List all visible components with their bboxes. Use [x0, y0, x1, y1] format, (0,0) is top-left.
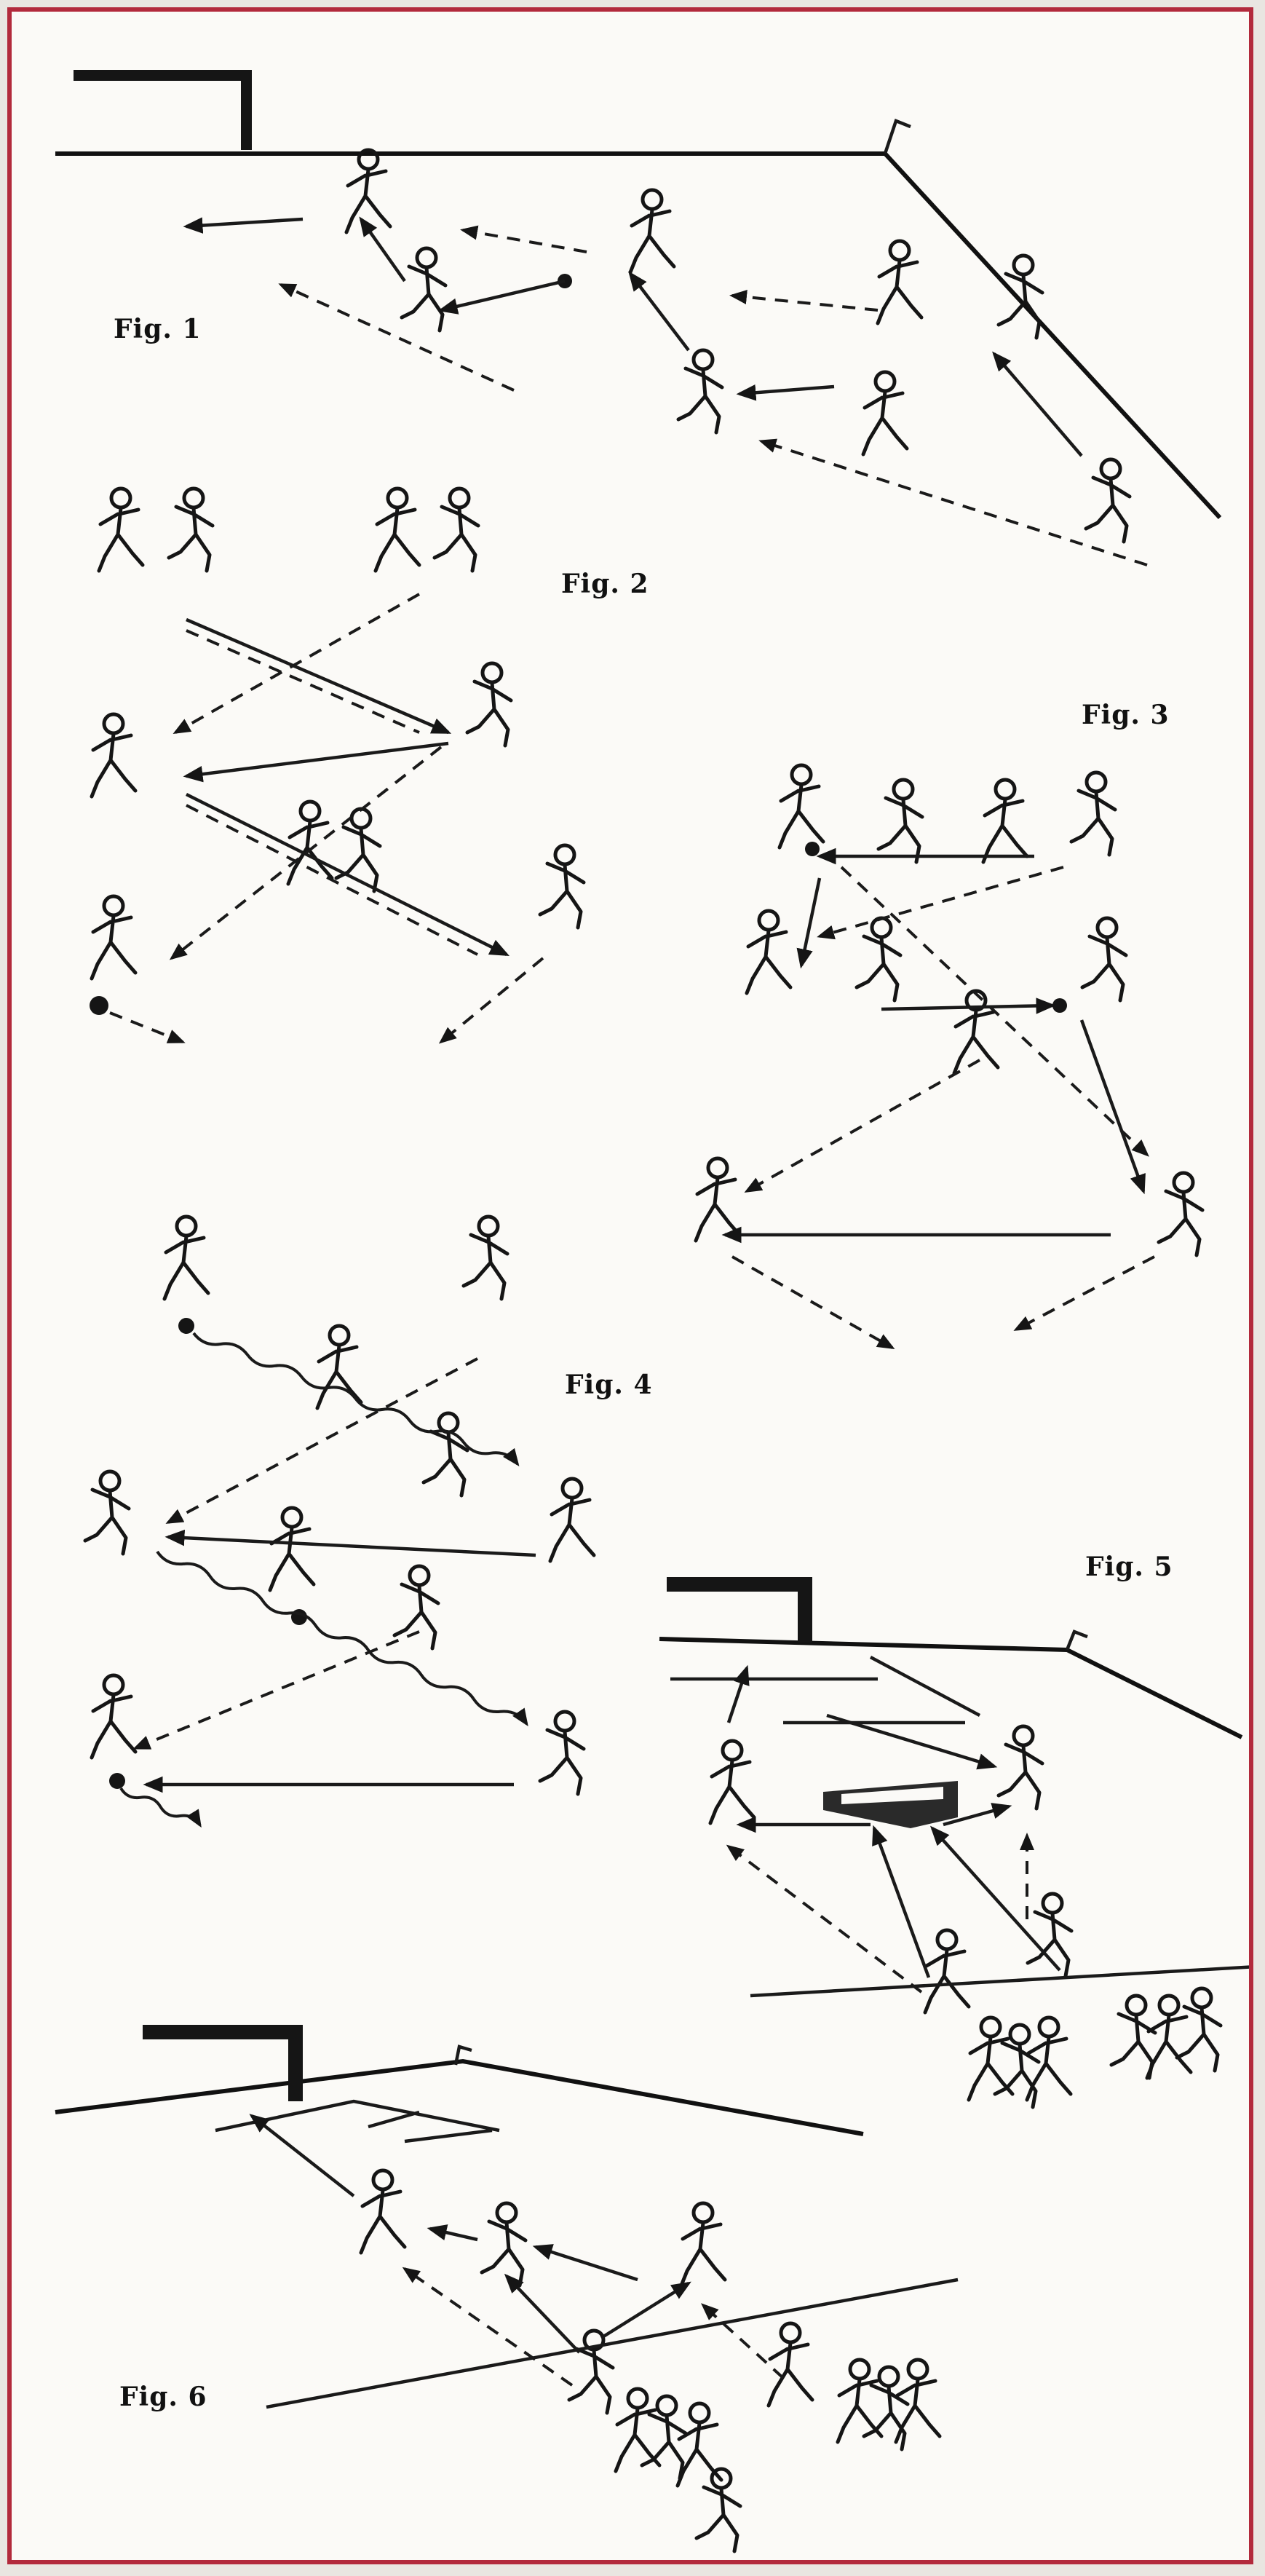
fig-4-player	[92, 1675, 135, 1758]
fig-2-player	[288, 802, 332, 884]
fig-5-player	[1028, 1894, 1071, 1976]
fig-2-diagram	[90, 489, 584, 1044]
fig-1-player	[630, 190, 674, 272]
fig-1-player	[678, 350, 722, 432]
fig-1-player	[999, 256, 1042, 338]
fig-1-player	[863, 372, 907, 454]
fig-4-player	[464, 1217, 507, 1299]
fig-4-player	[270, 1508, 314, 1590]
fig-2-player	[92, 896, 135, 979]
fig-6-player	[482, 2203, 526, 2285]
fig-3-ball	[1052, 998, 1067, 1013]
fig-2-player	[435, 489, 478, 571]
fig-5-label: Fig. 5	[1085, 1552, 1173, 1582]
fig-6-player	[361, 2170, 405, 2253]
fig-6-player	[681, 2203, 725, 2285]
fig-3-player	[983, 780, 1027, 862]
fig-3-player	[857, 918, 900, 1000]
fig-5-crowd	[969, 1988, 1221, 2107]
fig-3-player	[1071, 773, 1115, 855]
fig-1-player	[346, 150, 390, 232]
illustration-sheet: Fig. 1 Fig. 2 Fig. 3 Fig. 4 Fig. 5 Fig. …	[7, 7, 1253, 2564]
fig-3-player	[1159, 1173, 1202, 1255]
fig-1-player	[1086, 459, 1130, 542]
fig-4-label: Fig. 4	[565, 1370, 653, 1400]
fig-5-diagram	[659, 1577, 1249, 2107]
fig-6-label: Fig. 6	[119, 2382, 207, 2412]
fig-4-diagram	[85, 1217, 594, 1828]
fig-2-ball	[90, 996, 108, 1015]
fig-2-player	[99, 489, 143, 571]
fig-3-player	[780, 765, 823, 848]
fig-3-player	[747, 911, 790, 993]
fig-3-ball	[805, 842, 820, 856]
fig-4-player	[394, 1566, 438, 1648]
fig-2-player	[92, 714, 135, 797]
fig-3-player	[1082, 918, 1126, 1000]
fig-3-player	[696, 1158, 739, 1241]
fig-4-player	[540, 1712, 584, 1794]
fig-5-player	[999, 1726, 1042, 1809]
fig-2-player	[540, 845, 584, 928]
play-diagrams	[55, 70, 1249, 2560]
fig-2-label: Fig. 2	[561, 569, 649, 599]
fig-2-player	[169, 489, 213, 571]
fig-3-label: Fig. 3	[1082, 700, 1170, 730]
fig-6-player	[769, 2323, 812, 2406]
fig-6-diagram	[55, 2025, 959, 2551]
fig-4-player	[424, 1413, 467, 1496]
fig-1-diagram	[55, 70, 1222, 566]
fig-4-ball	[178, 1318, 194, 1334]
fig-4-ball	[109, 1773, 125, 1789]
fig-5-player	[710, 1741, 754, 1823]
fig-4-player	[164, 1217, 208, 1299]
fig-2-player	[467, 663, 511, 746]
fig-4-player	[550, 1479, 594, 1561]
fig-3-diagram	[696, 765, 1202, 1349]
fig-3-player	[879, 780, 922, 862]
fig-2-player	[376, 489, 419, 571]
fig-1-player	[402, 248, 445, 331]
fig-5-player	[925, 1930, 969, 2012]
fig-4-player	[85, 1471, 129, 1554]
fig-1-player	[878, 241, 921, 323]
fig-1-label: Fig. 1	[114, 314, 202, 344]
